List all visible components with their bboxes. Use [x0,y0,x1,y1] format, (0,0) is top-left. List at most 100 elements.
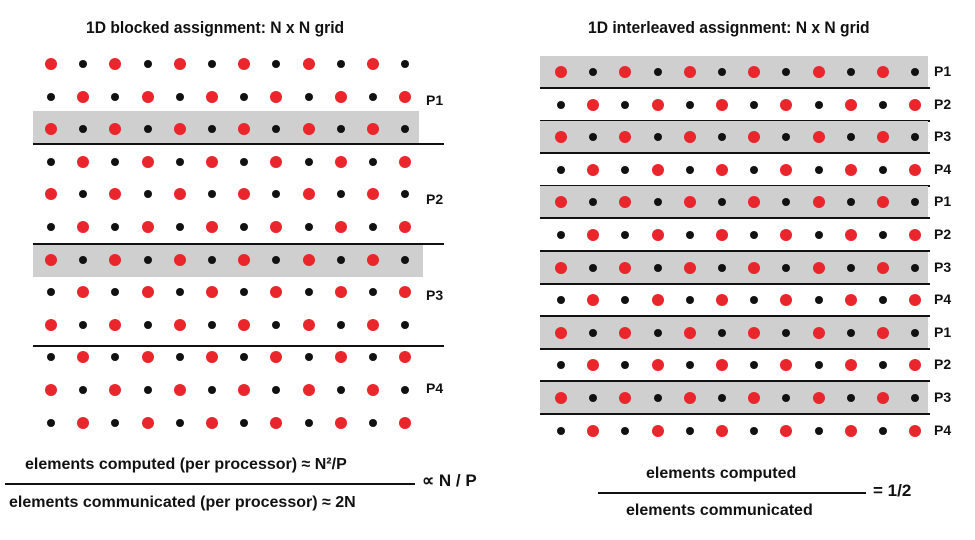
black-dot [557,100,565,109]
red-dot [206,90,218,103]
right-row-label: P4 [934,160,952,177]
red-dot [399,90,412,103]
red-dot [109,384,122,396]
red-dot [587,424,600,437]
black-dot [143,255,152,264]
red-dot [77,221,90,233]
red-dot [716,98,728,111]
left-label-p3: P3 [426,287,444,303]
red-dot [173,58,186,70]
black-dot [47,353,55,362]
red-dot [844,424,857,437]
right-row-label: P3 [934,128,952,145]
left-partition-line [33,143,444,145]
black-dot [911,133,920,142]
right-row-divider [540,217,930,220]
red-dot [45,123,57,136]
red-dot [619,392,632,404]
red-dot [367,318,379,331]
black-dot [272,60,281,68]
left-label-p4: P4 [426,380,444,396]
red-dot [716,294,728,307]
right-row-band [540,121,928,154]
black-dot [240,418,249,427]
left-numerator: elements computed (per processor) ≈ N²/P [25,456,347,473]
black-dot [143,125,152,134]
red-dot [270,221,283,233]
red-dot [141,416,154,429]
red-dot [587,98,600,111]
black-dot [240,288,249,297]
right-row-label: P2 [934,356,952,373]
black-dot [653,68,662,76]
left-shared-row-band [33,111,419,143]
red-dot [77,286,90,299]
red-dot [334,221,347,233]
black-dot [621,296,630,305]
black-dot [47,288,55,297]
red-dot [238,253,251,266]
red-dot [302,188,315,201]
black-dot [336,125,345,134]
black-dot [369,92,377,101]
black-dot [175,157,184,166]
black-dot [782,68,791,76]
red-dot [109,123,122,136]
red-dot [206,351,218,364]
black-dot [111,353,120,362]
red-dot [877,261,889,274]
red-dot [780,424,793,437]
red-dot [877,326,889,339]
red-dot [619,196,632,209]
black-dot [175,223,184,231]
red-dot [45,58,57,70]
red-dot [780,163,793,176]
red-dot [780,294,793,307]
red-dot [651,294,664,307]
red-dot [909,163,922,176]
red-dot [238,384,251,396]
red-dot [683,326,696,339]
left-fraction-bar [5,483,415,485]
black-dot [369,157,377,166]
black-dot [401,60,410,68]
red-dot [844,294,857,307]
red-dot [45,188,57,201]
black-dot [240,92,249,101]
black-dot [653,263,662,272]
red-dot [812,196,825,209]
left-title: 1D blocked assignment: N x N grid [86,18,345,37]
black-dot [272,125,281,134]
red-dot [683,66,696,78]
red-dot [77,155,90,168]
red-dot [302,123,315,136]
black-dot [111,288,120,297]
black-dot [336,190,345,199]
red-dot [683,261,696,274]
right-row-label: P4 [934,291,952,308]
red-dot [206,416,218,429]
red-dot [780,98,793,111]
red-dot [238,123,251,136]
black-dot [846,68,855,76]
black-dot [621,165,630,174]
black-dot [79,386,88,394]
black-dot [911,328,920,337]
red-dot [812,392,825,404]
black-dot [685,296,694,305]
red-dot [109,253,122,266]
right-row-label: P2 [934,95,952,112]
left-partition-line [33,345,444,347]
red-dot [206,286,218,299]
red-dot [587,359,600,372]
black-dot [47,92,55,101]
red-dot [270,416,283,429]
right-row-label: P1 [934,323,952,340]
red-dot [844,98,857,111]
red-dot [302,318,315,331]
black-dot [208,125,216,134]
red-dot [173,123,186,136]
red-dot [334,351,347,364]
red-dot [399,416,412,429]
red-dot [334,286,347,299]
